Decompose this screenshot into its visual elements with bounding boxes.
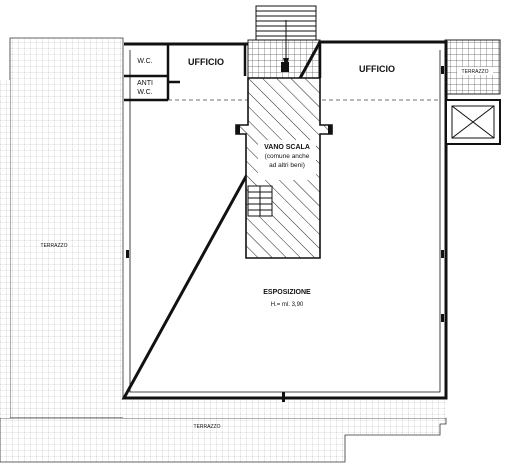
office-left-label: UFFICIO xyxy=(188,57,224,67)
anti-wc-label-2: W.C. xyxy=(137,89,152,96)
height-note: H.= ml. 3,90 xyxy=(271,302,304,308)
entrance-arrow-icon xyxy=(281,58,289,72)
terrace-left xyxy=(9,37,149,419)
interior-walls xyxy=(124,42,322,102)
terrace-left-edge xyxy=(0,80,10,418)
stair-hall-label-bg xyxy=(258,140,316,180)
stair-hall-label-2: (comune anche xyxy=(265,153,310,160)
stair-hall-label-3: ad altri beni) xyxy=(269,162,305,169)
inner-stair xyxy=(247,185,273,217)
terrace-left-label: TERRAZZO xyxy=(41,243,68,249)
wc-label: W.C. xyxy=(137,58,152,65)
external-stair xyxy=(255,5,317,68)
outer-walls xyxy=(121,40,448,400)
anti-wc-label-1: ANTI xyxy=(137,80,153,87)
terrace-bottom xyxy=(0,398,447,463)
office-right-label: UFFICIO xyxy=(359,64,395,74)
pillars xyxy=(126,66,444,402)
exhibition-label: ESPOSIZIONE xyxy=(263,289,311,296)
terrace-bottom-label: TERRAZZO xyxy=(194,424,221,430)
stair-hall-label-1: VANO SCALA xyxy=(264,144,310,151)
elevator-shaft xyxy=(445,99,501,145)
terrace-top-right-label: TERRAZZO xyxy=(462,69,489,75)
terrace-top-right-label-bg xyxy=(457,67,493,75)
